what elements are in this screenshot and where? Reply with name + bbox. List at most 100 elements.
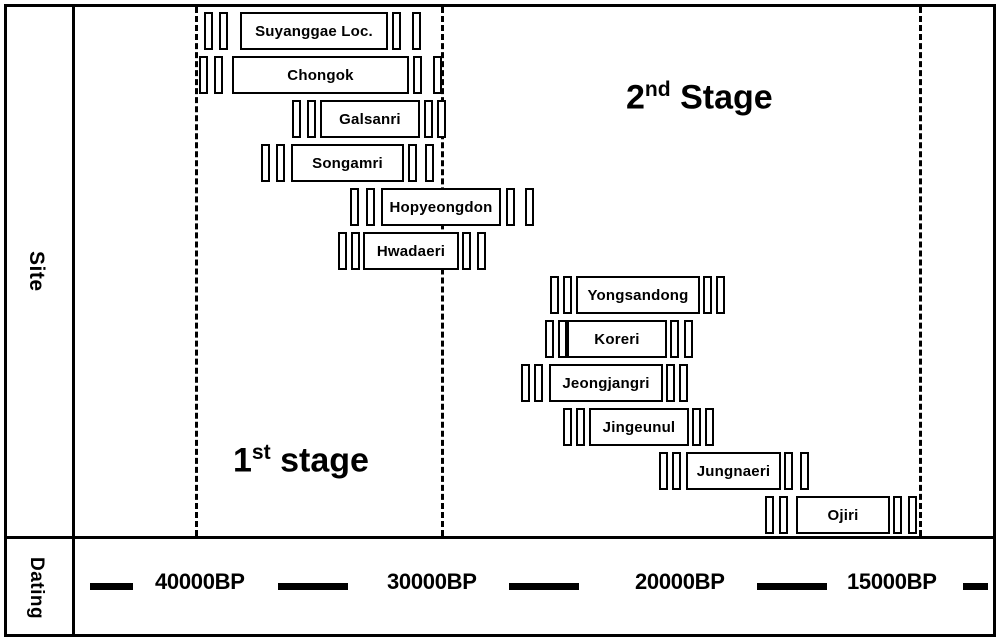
site-range-box[interactable]: Hwadaeri xyxy=(363,232,459,270)
stage-caption-first-ordinal: st xyxy=(251,441,271,464)
range-whisker xyxy=(679,364,688,402)
axis-tick-label: 40000BP xyxy=(155,569,245,594)
stage-caption-first-number: 1 xyxy=(233,441,252,480)
stage-caption-second-ordinal: nd xyxy=(644,78,671,101)
range-whisker xyxy=(550,276,559,314)
axis-tick-label: 20000BP xyxy=(635,569,725,594)
site-label: Chongok xyxy=(287,66,354,84)
stage-caption-second-number: 2 xyxy=(626,78,645,117)
site-range-row[interactable]: Jeongjangri xyxy=(75,364,993,402)
range-whisker xyxy=(666,364,675,402)
range-whisker xyxy=(521,364,530,402)
site-range-box[interactable]: Yongsandong xyxy=(576,276,700,314)
site-range-row[interactable]: Hwadaeri xyxy=(75,232,993,270)
axis-label-dating-text: Dating xyxy=(26,556,47,620)
stage-divider-3 xyxy=(919,7,922,536)
range-whisker xyxy=(261,144,270,182)
axis-label-dating: Dating xyxy=(0,539,72,637)
site-range-box[interactable]: Koreri xyxy=(567,320,667,358)
range-whisker xyxy=(684,320,693,358)
range-whisker xyxy=(525,188,534,226)
site-range-row[interactable]: Chongok xyxy=(75,56,993,94)
axis-tick-label: 15000BP xyxy=(847,569,937,594)
stage-divider-2 xyxy=(441,7,444,536)
site-range-row[interactable]: Suyanggae Loc. xyxy=(75,12,993,50)
site-range-row[interactable]: Jingeunul xyxy=(75,408,993,446)
range-whisker xyxy=(506,188,515,226)
range-whisker xyxy=(893,496,902,534)
site-label: Galsanri xyxy=(339,110,401,128)
site-label: Hwadaeri xyxy=(376,242,446,260)
axis-tick-dash xyxy=(90,583,133,590)
stage-divider-1 xyxy=(195,7,198,536)
range-whisker xyxy=(705,408,714,446)
axis-tick-label: 30000BP xyxy=(387,569,477,594)
range-whisker xyxy=(692,408,701,446)
range-whisker xyxy=(276,144,285,182)
axis-label-site-text: Site xyxy=(25,251,48,292)
site-range-row[interactable]: Hopyeongdon xyxy=(75,188,993,226)
range-whisker xyxy=(659,452,668,490)
dating-axis: 40000BP 30000BP 20000BP 15000BP xyxy=(75,539,993,637)
row-label-divider xyxy=(72,4,75,637)
site-range-box[interactable]: Galsanri xyxy=(320,100,420,138)
range-whisker xyxy=(412,12,421,50)
site-range-box[interactable]: Jeongjangri xyxy=(549,364,663,402)
axis-tick-dash xyxy=(509,583,579,590)
site-label: Hopyeongdon xyxy=(389,198,493,216)
site-range-box[interactable]: Ojiri xyxy=(796,496,890,534)
range-whisker xyxy=(784,452,793,490)
site-range-row[interactable]: Koreri xyxy=(75,320,993,358)
range-whisker xyxy=(908,496,917,534)
range-whisker xyxy=(477,232,486,270)
range-whisker xyxy=(366,188,375,226)
axis-tick-dash xyxy=(757,583,827,590)
site-range-box[interactable]: Chongok xyxy=(232,56,409,94)
range-whisker xyxy=(534,364,543,402)
range-whisker xyxy=(413,56,422,94)
site-range-box[interactable]: Songamri xyxy=(291,144,404,182)
range-whisker xyxy=(424,100,433,138)
stage-caption-second: 2nd Stage xyxy=(626,79,773,114)
range-whisker xyxy=(351,232,360,270)
site-dating-divider xyxy=(4,536,996,539)
site-range-row[interactable]: Songamri xyxy=(75,144,993,182)
range-whisker xyxy=(219,12,228,50)
stage-caption-first-word: stage xyxy=(270,441,369,480)
range-whisker xyxy=(392,12,401,50)
site-label: Jungnaeri xyxy=(696,462,771,480)
site-label: Yongsandong xyxy=(587,286,689,304)
range-whisker xyxy=(307,100,316,138)
site-range-box[interactable]: Jungnaeri xyxy=(686,452,781,490)
site-label: Suyanggae Loc. xyxy=(255,22,373,40)
range-whisker xyxy=(437,100,446,138)
range-whisker xyxy=(292,100,301,138)
site-range-box[interactable]: Suyanggae Loc. xyxy=(240,12,388,50)
range-whisker xyxy=(800,452,809,490)
range-whisker xyxy=(204,12,213,50)
range-whisker xyxy=(462,232,471,270)
site-range-row[interactable]: Jungnaeri xyxy=(75,452,993,490)
range-whisker xyxy=(408,144,417,182)
chart-outer-frame xyxy=(4,4,996,637)
site-range-row[interactable]: Galsanri xyxy=(75,100,993,138)
range-whisker xyxy=(199,56,208,94)
site-range-box[interactable]: Hopyeongdon xyxy=(381,188,501,226)
range-whisker xyxy=(779,496,788,534)
site-label: Songamri xyxy=(312,154,383,172)
range-whisker xyxy=(545,320,554,358)
range-whisker xyxy=(563,408,572,446)
range-whisker xyxy=(716,276,725,314)
range-whisker xyxy=(350,188,359,226)
site-range-box[interactable]: Jingeunul xyxy=(589,408,689,446)
axis-tick-dash xyxy=(278,583,348,590)
range-whisker xyxy=(425,144,434,182)
range-whisker xyxy=(433,56,442,94)
range-whisker xyxy=(670,320,679,358)
site-range-row[interactable]: Ojiri xyxy=(75,496,993,534)
site-label: Jeongjangri xyxy=(562,374,650,392)
range-whisker xyxy=(338,232,347,270)
range-whisker xyxy=(672,452,681,490)
site-range-row[interactable]: Yongsandong xyxy=(75,276,993,314)
